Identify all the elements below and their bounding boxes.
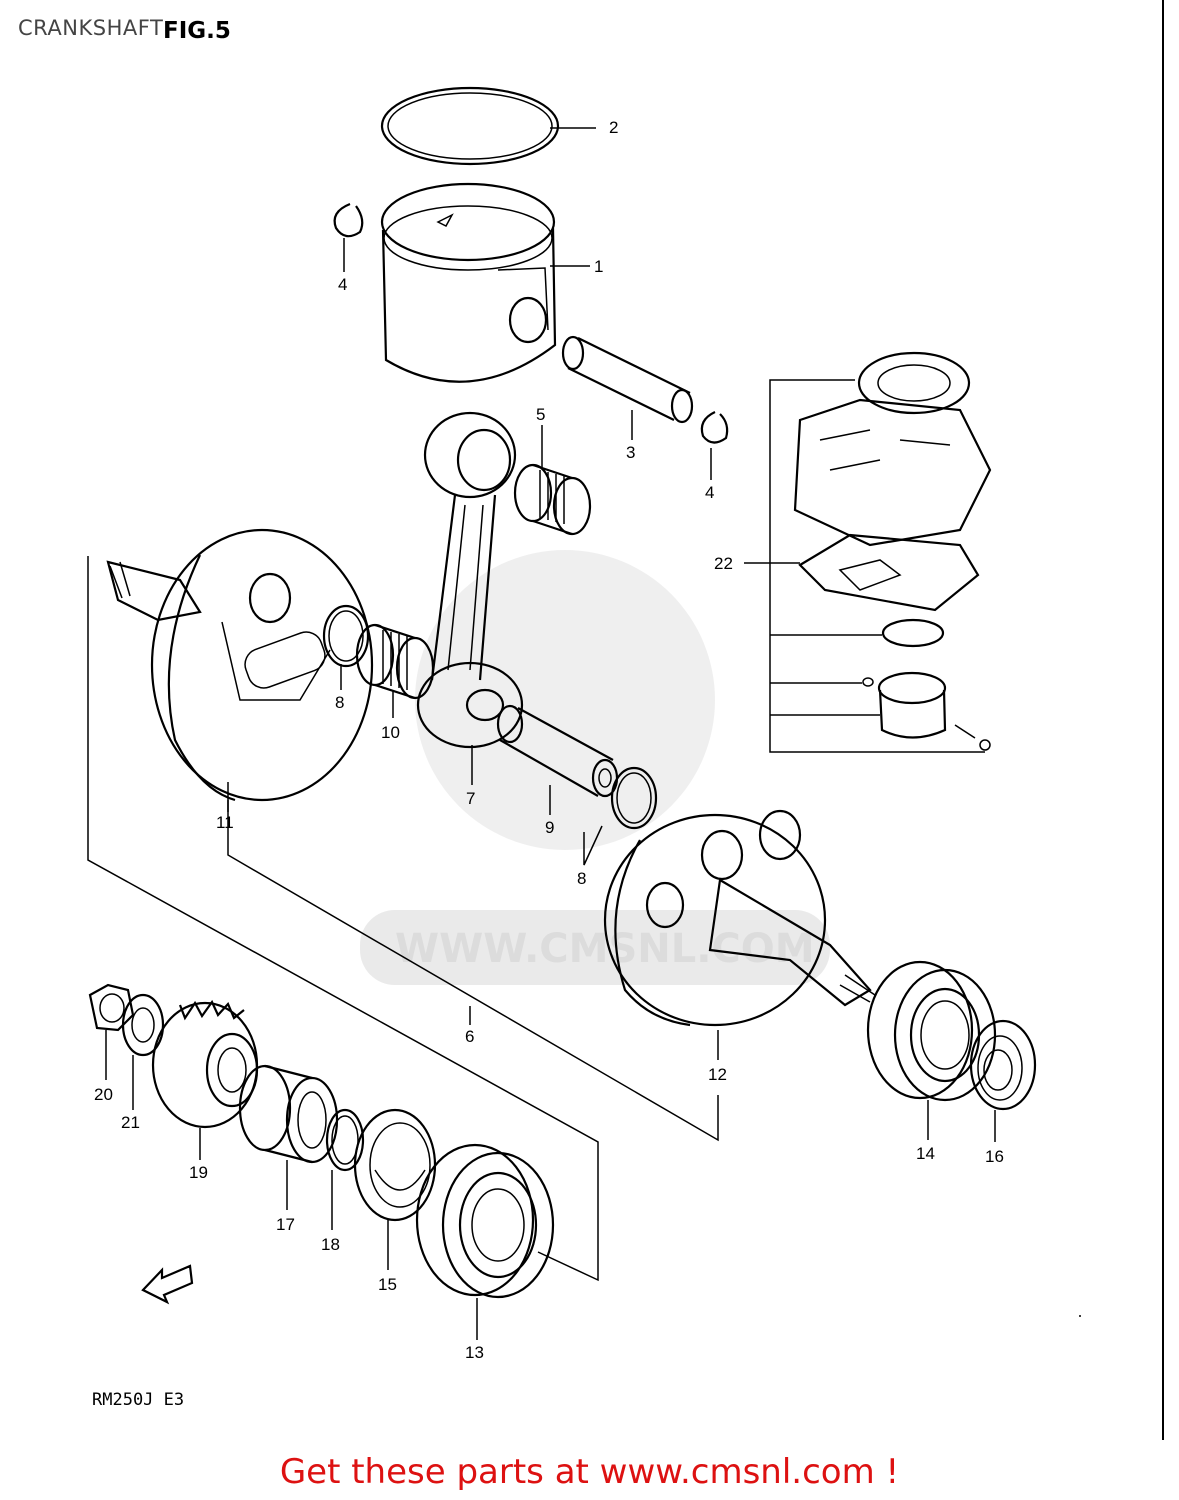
piston <box>380 182 557 383</box>
frame-border <box>1162 0 1164 1440</box>
crankshaft-right-half <box>603 809 876 1027</box>
get-parts-link[interactable]: Get these parts at www.cmsnl.com ! <box>279 1452 900 1492</box>
thrust-washer-right <box>610 766 658 830</box>
callout-22: 22 <box>714 554 733 573</box>
callout-3: 3 <box>626 443 635 462</box>
crank-pin <box>496 704 619 798</box>
leader-lines <box>105 127 996 1340</box>
right-main-bearing <box>866 960 997 1102</box>
callout-10: 10 <box>381 723 400 742</box>
callout-13: 13 <box>465 1343 484 1362</box>
left-oil-seal <box>353 1108 437 1222</box>
model-code: RM250J E3 <box>92 1390 185 1410</box>
callout-18: 18 <box>321 1235 340 1254</box>
callout-9: 9 <box>545 818 554 837</box>
figure-label: FIG.5 <box>163 18 231 44</box>
callout-14: 14 <box>916 1144 935 1163</box>
callout-8b: 8 <box>577 869 586 888</box>
piston-pin <box>561 335 694 424</box>
callout-17: 17 <box>276 1215 295 1234</box>
callout-5: 5 <box>536 405 545 424</box>
crankshaft-left-half <box>106 528 374 802</box>
callout-4a: 4 <box>338 275 347 294</box>
top-end-kit-inset <box>769 351 992 753</box>
cmsnl-watermark: WWW.CMSNL.COM <box>360 550 830 985</box>
callout-12: 12 <box>708 1065 727 1084</box>
primary-drive-gear <box>151 999 259 1129</box>
callout-19: 19 <box>189 1163 208 1182</box>
callout-labels: 2 1 4 4 3 5 22 8 10 7 9 8 11 6 12 14 16 … <box>94 118 1004 1362</box>
connecting-rod <box>416 411 524 749</box>
shim <box>325 1108 365 1172</box>
crank-nut <box>88 983 135 1032</box>
oil-seal <box>969 1019 1037 1111</box>
callout-7: 7 <box>466 789 475 808</box>
small-end-bearing <box>513 463 592 536</box>
thrust-washer-left <box>322 604 370 668</box>
callout-20: 20 <box>94 1085 113 1104</box>
spacer <box>238 1064 339 1164</box>
watermark-text: WWW.CMSNL.COM <box>395 926 815 972</box>
fwd-arrow-icon: FWD <box>141 1264 194 1305</box>
circlip-left <box>333 202 364 238</box>
callout-16: 16 <box>985 1147 1004 1166</box>
big-end-bearing <box>355 623 435 700</box>
callout-1: 1 <box>594 257 603 276</box>
callout-21: 21 <box>121 1113 140 1132</box>
callout-11: 11 <box>216 813 234 832</box>
callout-4b: 4 <box>705 483 714 502</box>
section-title: CRANKSHAFT <box>18 16 164 40</box>
callout-2: 2 <box>609 118 618 137</box>
assembly-brackets <box>87 556 719 1282</box>
piston-ring <box>380 86 560 166</box>
circlip-right <box>700 411 729 444</box>
callout-6: 6 <box>465 1027 474 1046</box>
left-main-bearing <box>415 1143 555 1299</box>
callout-15: 15 <box>378 1275 397 1294</box>
callout-8a: 8 <box>335 693 344 712</box>
crank-washer <box>121 993 165 1057</box>
